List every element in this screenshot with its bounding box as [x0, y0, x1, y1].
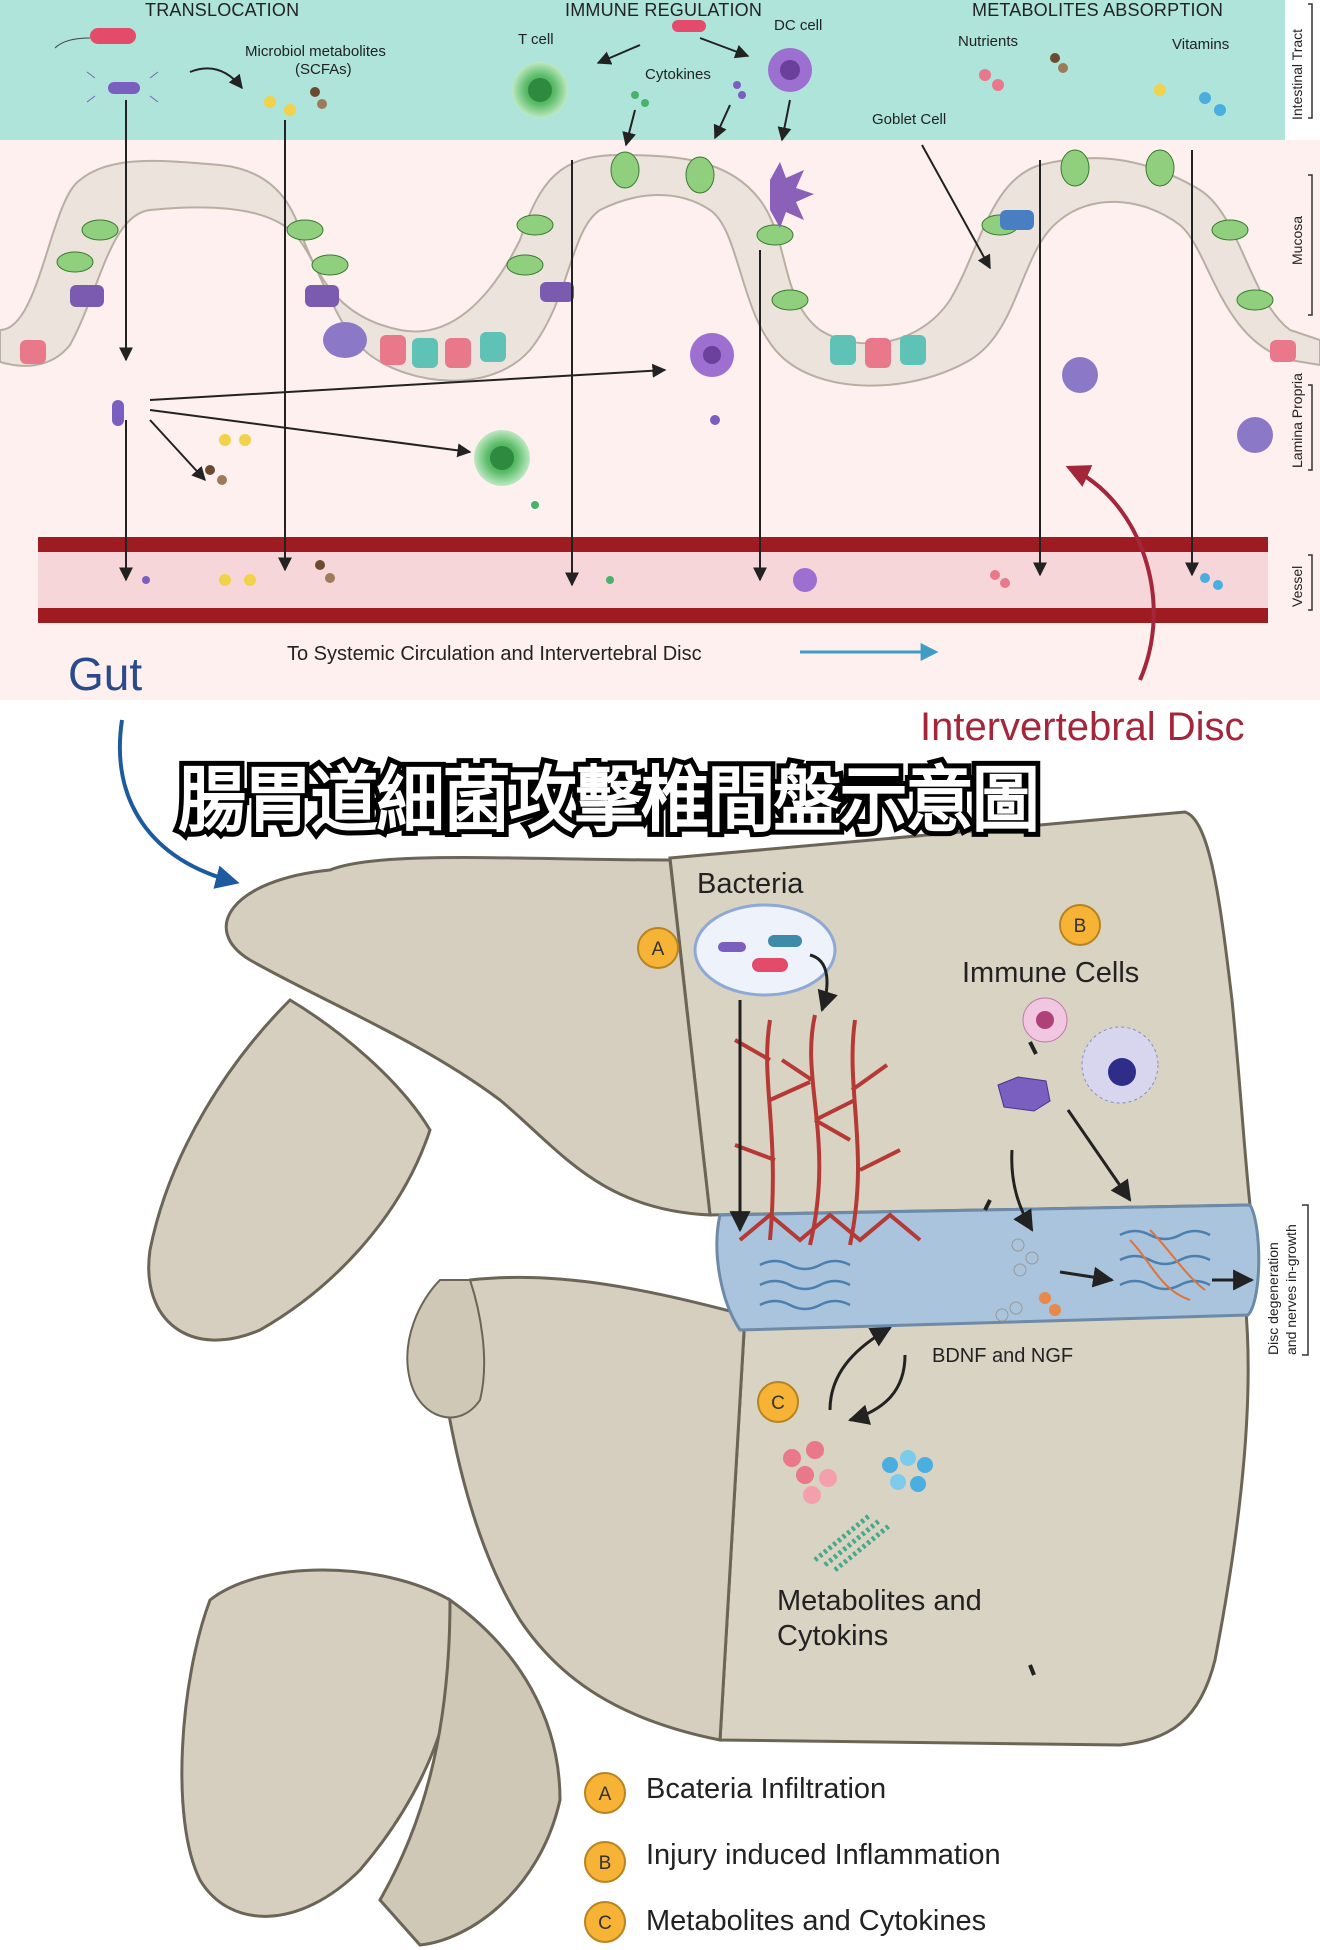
mucosa-label: Mucosa — [1289, 216, 1305, 265]
bacterium-teal — [768, 935, 802, 947]
immune-cell-pink-nucleus — [1036, 1011, 1054, 1029]
svg-text:C: C — [771, 1393, 785, 1414]
metabolites-absorption-header: METABOLITES ABSORPTION — [972, 0, 1223, 20]
nerve-ingrowth — [1129, 1229, 1206, 1301]
immune-regulation-header: IMMUNE REGULATION — [565, 0, 762, 20]
goblet-cell-label: Goblet Cell — [872, 111, 946, 128]
disc-to-gut-arrow — [1065, 465, 1156, 681]
svg-text:A: A — [599, 1784, 612, 1805]
metabolites-label-line1: Metabolites and — [777, 1585, 982, 1617]
vessel-wall-bottom — [38, 608, 1268, 623]
vessel-label: Vessel — [1289, 566, 1305, 607]
vitamins-label: Vitamins — [1172, 36, 1229, 53]
legend: A Bcateria Infiltration B Injury induced… — [584, 1772, 1001, 1943]
gut-label: Gut — [68, 648, 142, 700]
disc-molecules — [783, 1238, 1061, 1572]
blood-vessels — [734, 1014, 922, 1246]
t-cell-label: T cell — [518, 31, 554, 48]
disc-degeneration-label-line1: Disc degeneration — [1265, 1242, 1281, 1355]
svg-text:B: B — [599, 1853, 612, 1874]
bdnf-ngf-label: BDNF and NGF — [932, 1345, 1073, 1367]
microbiol-metabolites-label: Microbiol metabolites — [245, 43, 386, 60]
translocation-header: TRANSLOCATION — [145, 0, 299, 20]
dc-cell-label: DC cell — [774, 17, 822, 34]
epithelial-cells — [20, 149, 1296, 368]
legend-item-a: A Bcateria Infiltration — [584, 1772, 886, 1814]
svg-text:B: B — [1074, 916, 1087, 937]
side-bracket — [1302, 1204, 1309, 1356]
cytokines-label: Cytokines — [645, 66, 711, 83]
badge-a: A — [637, 927, 679, 969]
nutrients-label: Nutrients — [958, 33, 1018, 50]
vessel-wall-top — [38, 537, 1268, 552]
svg-text:A: A — [652, 939, 665, 960]
bacteria-label: Bacteria — [697, 868, 804, 900]
immune-cell-speckled-nucleus — [1108, 1058, 1136, 1086]
mucosa-villi — [0, 153, 1320, 387]
badge-b: B — [1059, 904, 1101, 946]
circulation-label: To Systemic Circulation and Intervertebr… — [287, 643, 702, 665]
scfas-label: (SCFAs) — [295, 61, 352, 78]
badge-c: C — [757, 1381, 799, 1423]
vessel-lumen — [38, 552, 1268, 608]
legend-item-b: B Injury induced Inflammation — [584, 1839, 1001, 1883]
metabolites-label-line2: Cytokins — [777, 1620, 888, 1652]
gut-to-disc-arrow — [117, 719, 240, 889]
layer-brackets — [1308, 3, 1313, 611]
immune-cells-label: Immune Cells — [962, 957, 1139, 989]
intervertebral-disc-label: Intervertebral Disc — [920, 705, 1245, 749]
bacteria-cluster — [693, 903, 837, 997]
legend-item-c: C Metabolites and Cytokines — [584, 1901, 986, 1943]
disc-degeneration-label-line2: and nerves in-growth — [1283, 1224, 1299, 1355]
lamina-propria-label: Lamina Propria — [1289, 373, 1305, 468]
svg-text:Injury induced Inflammation: Injury induced Inflammation — [646, 1839, 1001, 1871]
svg-text:Metabolites and Cytokines: Metabolites and Cytokines — [646, 1905, 986, 1937]
chinese-title: 腸胃道細菌攻擊椎間盤示意圖 — [178, 758, 1038, 842]
svg-text:C: C — [598, 1913, 612, 1934]
bacterium-purple — [718, 942, 746, 952]
intestinal-tract-label: Intestinal Tract — [1289, 29, 1305, 120]
immune-cell-purple — [997, 1076, 1051, 1112]
svg-text:Bcateria Infiltration: Bcateria Infiltration — [646, 1773, 886, 1805]
gut-arrows — [119, 37, 1199, 587]
spine-arrows — [729, 953, 1255, 1425]
gut-bacteria-and-cells — [54, 20, 1273, 592]
bacterium-red — [752, 958, 788, 972]
disc-fibers — [759, 1229, 1211, 1311]
